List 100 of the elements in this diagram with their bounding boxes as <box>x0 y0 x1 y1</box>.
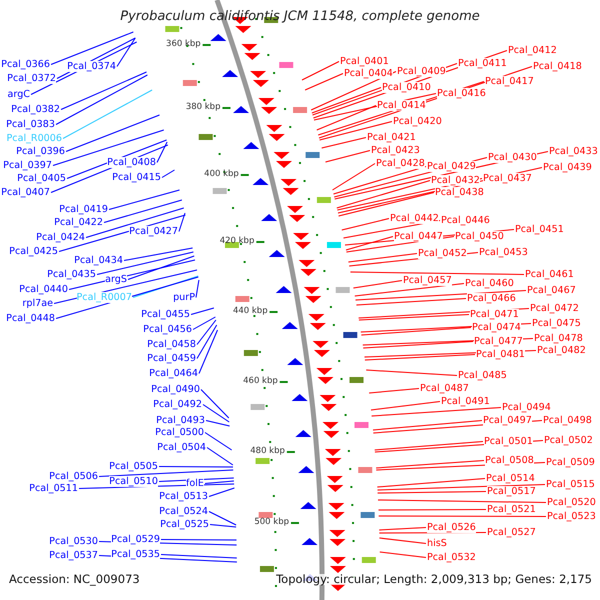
leader-line <box>178 212 186 232</box>
gene-label: Pcal_0511 <box>29 483 78 494</box>
leader-line <box>156 142 168 163</box>
leader-line <box>378 509 486 510</box>
gene-label: Pcal_0464 <box>149 368 198 379</box>
gene-label: Pcal_0440 <box>19 284 68 295</box>
gene-label: Pcal_0425 <box>9 246 58 257</box>
gene-label: Pcal_0461 <box>525 269 574 280</box>
leader-line <box>196 320 216 345</box>
gene-label: Pcal_0417 <box>485 76 534 87</box>
gene-label: Pcal_0525 <box>160 519 209 530</box>
gene-label: Pcal_0405 <box>17 173 66 184</box>
gene-label: Pcal_0446 <box>441 215 490 226</box>
gene-label: Pcal_0498 <box>543 415 592 426</box>
gene-label: Pcal_0447 <box>394 231 443 242</box>
leader-line <box>338 192 434 216</box>
leader-line <box>364 354 476 360</box>
gene-label: argC <box>8 89 30 100</box>
gene-label: Pcal_0460 <box>465 278 514 289</box>
gene-label: Pcal_0466 <box>467 293 516 304</box>
leader-line <box>316 105 376 130</box>
leader-line <box>50 32 134 65</box>
leader-line <box>204 432 232 450</box>
gene-label: Pcal_0472 <box>530 303 579 314</box>
gene-label: Pcal_0453 <box>479 247 528 258</box>
leader-line <box>206 420 230 426</box>
leader-line <box>346 236 394 250</box>
gene-label: Pcal_0397 <box>3 160 52 171</box>
gene-label: Pcal_0410 <box>382 82 431 93</box>
leader-line <box>368 388 420 394</box>
leader-line <box>104 200 182 223</box>
leader-line <box>158 478 234 482</box>
position-label: 360 kbp <box>166 39 201 50</box>
leader-line <box>378 500 546 503</box>
leader-line <box>372 420 482 430</box>
gene-label: Pcal_0500 <box>155 427 204 438</box>
gene-label: Pcal_0411 <box>458 58 507 69</box>
leader-line <box>162 170 175 178</box>
gene-label: Pcal_0448 <box>6 313 55 324</box>
gene-label: Pcal_0474 <box>472 322 521 333</box>
leader-line <box>302 61 340 80</box>
gene-label: Pcal_0414 <box>377 100 426 111</box>
leader-line <box>160 539 237 540</box>
gene-label: Pcal_0450 <box>455 231 504 242</box>
gene-label: Pcal_0508 <box>485 455 534 466</box>
leader-line <box>116 38 136 67</box>
gene-label: rpl7ae <box>22 298 53 309</box>
gene-label: Pcal_0478 <box>534 333 583 344</box>
leader-line <box>311 87 382 114</box>
gene-label: hisS <box>427 538 447 549</box>
leader-line <box>325 150 370 162</box>
leader-line <box>332 163 376 190</box>
gene-label: Pcal_0442 <box>390 213 439 224</box>
leader-line <box>196 324 218 359</box>
leader-line <box>68 260 196 290</box>
gene-label: Pcal_0535 <box>111 549 160 560</box>
title: Pyrobaculum calidifontis JCM 11548, complete genome <box>119 11 481 22</box>
gene-label: purP <box>173 292 195 303</box>
gene-label: Pcal_0430 <box>488 152 537 163</box>
gene-label: Pcal_0510 <box>109 476 158 487</box>
leader-line <box>374 441 484 450</box>
position-label: 380 kbp <box>186 102 220 113</box>
leader-line <box>108 190 180 210</box>
gene-label: Pcal_0408 <box>107 157 156 168</box>
leader-line <box>208 488 235 497</box>
gene-label: Pcal_0437 <box>483 173 532 184</box>
gene-label: Pcal_0501 <box>484 436 533 447</box>
leader-line <box>160 554 238 558</box>
leader-line <box>56 74 148 125</box>
leader-line <box>124 248 194 261</box>
gene-label: Pcal_0424 <box>36 232 85 243</box>
gene-label: Pcal_0421 <box>367 132 416 143</box>
gene-label: Pcal_0494 <box>502 402 551 413</box>
leader-line <box>376 478 486 488</box>
leader-line <box>132 276 199 298</box>
gene-label: Pcal_0520 <box>547 497 596 508</box>
gene-label: Pcal_R0006 <box>6 133 62 144</box>
leader-line <box>208 511 237 526</box>
leader-line <box>200 389 230 418</box>
leader-line <box>378 538 426 544</box>
gene-label: Pcal_0418 <box>533 61 582 72</box>
gene-label: Pcal_0521 <box>487 504 536 515</box>
position-label: 480 kbp <box>250 446 285 457</box>
leader-line <box>379 552 426 558</box>
gene-label: Pcal_0530 <box>49 536 98 547</box>
gene-label: Pcal_0493 <box>156 415 205 426</box>
gene-label: Pcal_0407 <box>1 187 50 198</box>
gene-label: Pcal_0401 <box>340 56 389 67</box>
leader-line <box>360 327 472 336</box>
gene-label: Pcal_0434 <box>74 255 123 266</box>
gene-label: argS <box>105 274 127 285</box>
gene-label: Pcal_0491 <box>441 396 490 407</box>
leader-line <box>190 308 214 315</box>
gene-label: Pcal_0383 <box>6 119 55 130</box>
accession-label: Accession: NC_009073 <box>9 574 140 585</box>
gene-label: Pcal_0366 <box>1 59 50 70</box>
gene-label: Pcal_0416 <box>437 88 486 99</box>
leader-line <box>366 370 458 376</box>
gene-label: Pcal_0509 <box>546 457 595 468</box>
gene-label: Pcal_0515 <box>546 479 595 490</box>
